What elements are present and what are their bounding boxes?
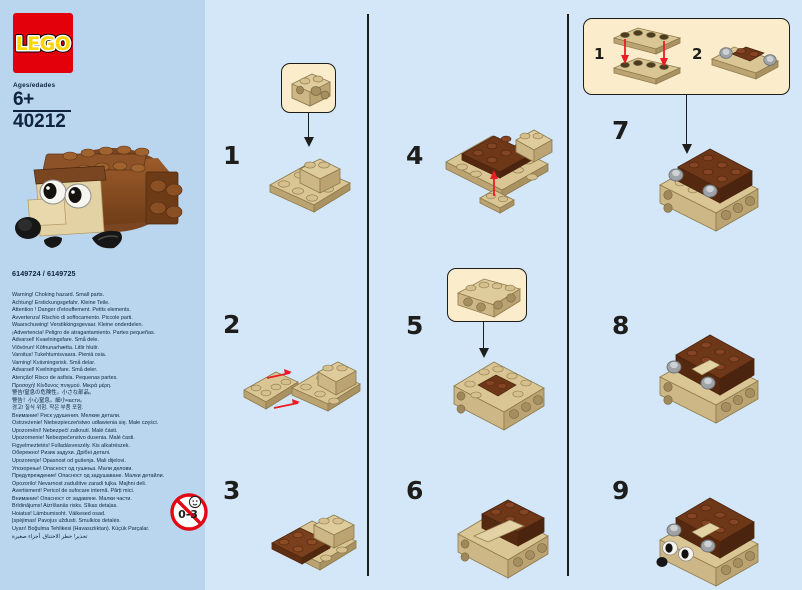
- lego-wordmark-outline: LEGO: [16, 33, 71, 55]
- ages-label: Ages/edades: [13, 82, 56, 89]
- step-number-8: 8: [612, 311, 630, 340]
- warning-line: Упозорење! Опасност од гушења. Мали дело…: [12, 465, 133, 472]
- step-number-4: 4: [406, 141, 424, 170]
- callout-substep-number-1: 1: [594, 45, 605, 63]
- warning-line: Waarschuwing! Verstikkingsgevaar. Kleine…: [12, 322, 144, 329]
- step-number-7: 7: [612, 116, 630, 145]
- step-number-5: 5: [406, 311, 424, 340]
- build-figure-step4: [432, 120, 562, 220]
- warning-line: Įspėjimas! Pavojus uždusti. Smulkios det…: [12, 518, 121, 525]
- assembly-arrow-line-7: [686, 112, 688, 146]
- warning-line: Uyarı! Boğulma Tehlikesi (Havasızlıktan)…: [12, 525, 150, 532]
- build-figure-step7: [648, 135, 773, 232]
- warning-line: Upozornění! Nebezpečí zalknutí. Malé čás…: [12, 427, 118, 434]
- safety-warning-list: Warning! Choking hazard. Small parts.Ach…: [12, 292, 192, 541]
- warning-line: Advarsel! Kvelningsfare. Små deler.: [12, 367, 98, 374]
- assembly-arrow-head-1: [304, 137, 314, 147]
- warning-line: Предупреждение! Опасност од задушаване. …: [12, 473, 165, 480]
- set-number: 40212: [13, 111, 66, 132]
- assembly-arrow-line-5: [483, 322, 485, 350]
- warning-line: تحذير! خطر الاختناق. أجزاء صغيرة: [12, 533, 88, 540]
- warning-line: Opozorilo! Nevarnost zadušitve zaradi tu…: [12, 480, 147, 487]
- build-figure-step2: [240, 340, 365, 430]
- warning-line: Varning! Kvävningsrisk. Små delar.: [12, 359, 96, 366]
- warning-line: Avvertenza! Rischio di soffocamento. Pic…: [12, 314, 133, 321]
- warning-line: Hoiatus! Lämbumisoht. Väikesed osad.: [12, 510, 106, 517]
- lego-logo: LEGO LEGO LEGO: [13, 13, 74, 73]
- build-figure-step5: [444, 352, 554, 431]
- column-divider-1: [367, 14, 369, 576]
- callout-substep-number-2: 2: [692, 45, 703, 63]
- lego-wordmark-white: LEGO: [16, 33, 71, 55]
- warning-line: Viðvörun! Köfnunarhætta. Litlir hlutir.: [12, 344, 100, 351]
- build-figure-step6: [448, 490, 563, 579]
- warning-line: Warning! Choking hazard. Small parts.: [12, 292, 105, 298]
- step-number-9: 9: [612, 476, 630, 505]
- age-value: 6+: [13, 89, 34, 110]
- warning-line: Προσοχή! Κίνδυνος πνιγμού. Μικρά μέρη.: [12, 382, 112, 389]
- warning-line: Attention ! Danger d'etouffement. Petits…: [12, 307, 131, 314]
- warning-line: Обережно! Ризик задухи. Дрібні деталі.: [12, 450, 111, 457]
- warning-line: Avertisment! Pericol de sufocare internă…: [12, 488, 135, 495]
- divider-rule: [13, 110, 71, 112]
- warning-line: Advarsel! Kvaelningsfare. Små dele.: [12, 337, 99, 344]
- lego-wordmark-fill: LEGO: [16, 33, 71, 55]
- build-figure-step8: [648, 325, 773, 424]
- warning-line: Varoitus! Tukehtumisvaara. Pieniä osia.: [12, 352, 107, 359]
- warning-line: Upozorenje! Opasnost od gušenja. Mali di…: [12, 458, 126, 465]
- no-children-under-3-icon: 0-3: [169, 491, 209, 533]
- callout-box-subassembly: 1 2: [583, 18, 790, 95]
- warning-line: Внимание! Опасност от задавяне. Малки ча…: [12, 495, 132, 502]
- column-divider-2: [567, 14, 569, 576]
- warning-line: 警告！小心窒息。細小части。: [12, 397, 86, 404]
- left-info-panel: LEGO LEGO LEGO Ages/edades 6+ 40212: [0, 0, 208, 590]
- callout-box-step1: [281, 63, 336, 113]
- build-figure-step1: [262, 145, 362, 220]
- build-figure-step9: [648, 488, 773, 587]
- warning-line: Upozornenie! Nebezpečenstvo dusenia. Mal…: [12, 435, 135, 442]
- warning-line: Brīdinājums! Aizrīšanās risks. Sīkas det…: [12, 503, 118, 510]
- hero-model-image: [8, 128, 198, 263]
- warning-line: Ostrzeżenie! Niebezpieczeństwo udławieni…: [12, 420, 159, 427]
- step-number-6: 6: [406, 476, 424, 505]
- step-number-1: 1: [223, 141, 241, 170]
- build-figure-step3: [258, 495, 373, 575]
- warning-line: ¡Advertencia! Peligro de atragantamiento…: [12, 329, 156, 336]
- assembly-arrow-head-5: [479, 348, 489, 358]
- warning-line: Achtung! Erstickungsgefahr. Kleine Teile…: [12, 299, 110, 306]
- warning-line: Atenção! Risco de asfixia. Pequenas part…: [12, 375, 118, 382]
- warning-line: 경고! 질식 위험. 작은 부품 포함.: [12, 405, 84, 412]
- warning-line: 警告!窒息の危険性。小さな部品。: [12, 390, 95, 397]
- callout-box-step5: [447, 268, 527, 322]
- warning-line: Figyelmeztetés! Fulladásveszély. Kis alk…: [12, 442, 130, 449]
- callout-stem-vertical: [686, 95, 688, 113]
- part-codes: 6149724 / 6149725: [12, 269, 76, 278]
- assembly-arrow-head-7: [682, 144, 692, 154]
- warning-line: Внимание! Риск удушения. Мелкие детали.: [12, 412, 121, 419]
- assembly-arrow-line-1: [308, 113, 310, 139]
- age-range-text: 0-3: [178, 508, 198, 521]
- step-number-3: 3: [223, 476, 241, 505]
- step-number-2: 2: [223, 310, 241, 339]
